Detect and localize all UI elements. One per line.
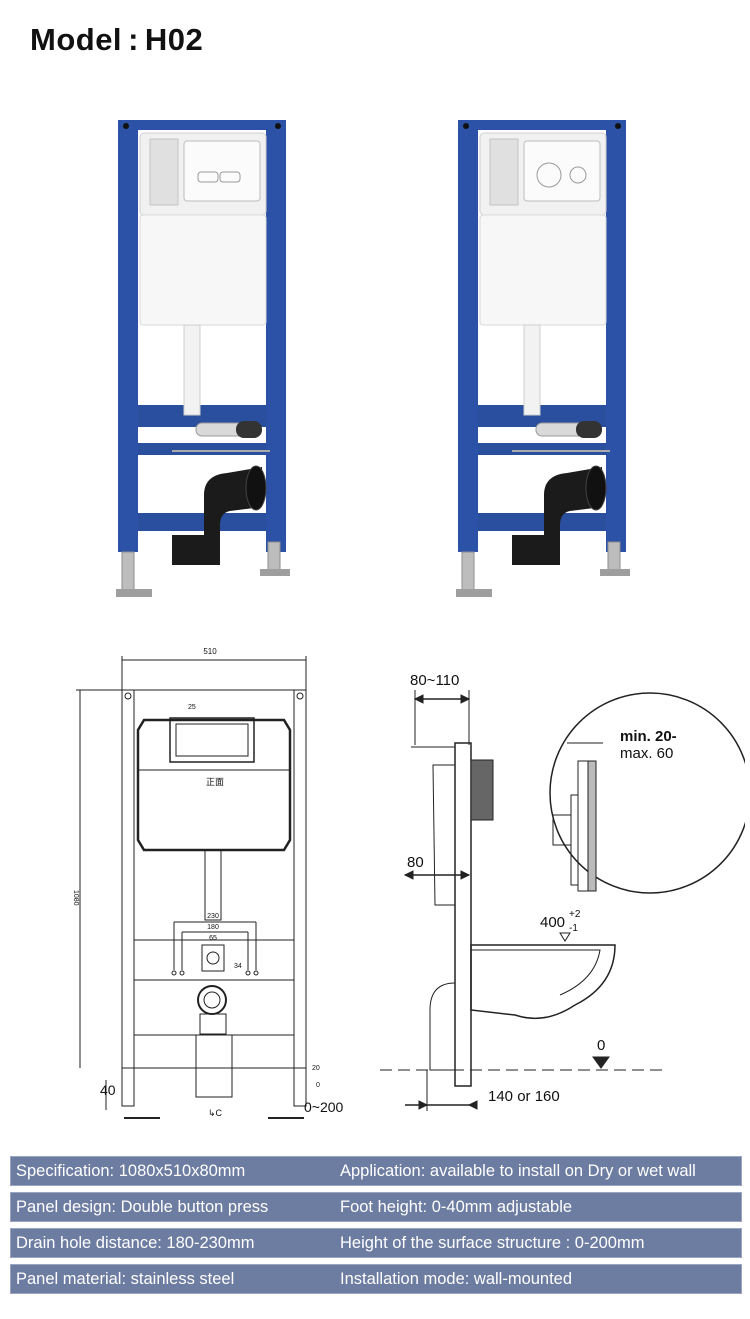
model-colon: :	[128, 22, 139, 57]
front-view-drawing: 510 25 正面 230 180 65 34 1080 40 20 0 0~2…	[72, 647, 344, 1119]
spec-application: Application: available to install on Dry…	[340, 1161, 696, 1180]
spec-row: Panel material: stainless steel Installa…	[10, 1264, 742, 1294]
mounting-rods	[172, 421, 270, 452]
spec-foot-height: Foot height: 0-40mm adjustable	[340, 1197, 573, 1216]
spec-table: Specification: 1080x510x80mm Application…	[10, 1156, 742, 1300]
page-title: Model:H02	[30, 22, 203, 58]
spec-row: Specification: 1080x510x80mm Application…	[10, 1156, 742, 1186]
tolerance-plus: +2	[569, 909, 581, 920]
surface-height-label: 0~200	[304, 1099, 344, 1115]
flush-plate-icon	[523, 140, 601, 202]
spec-row: Drain hole distance: 180-230mm Height of…	[10, 1228, 742, 1258]
flush-plate-icon	[183, 140, 261, 202]
model-label: Model	[30, 22, 123, 57]
model-number: H02	[144, 22, 204, 57]
detail-max-label: max. 60	[620, 745, 673, 762]
flush-pipe	[523, 324, 541, 416]
tank-outline	[136, 718, 292, 852]
product-photo-rectangular-buttons	[116, 120, 290, 597]
tolerance-minus: -1	[569, 923, 578, 934]
spec-surface-height: Height of the surface structure : 0-200m…	[340, 1233, 645, 1252]
offset-label: 140 or 160	[488, 1088, 560, 1105]
drain-elbow	[512, 465, 607, 565]
drain-elbow	[172, 465, 267, 565]
foot-height-label: 40	[100, 1082, 116, 1098]
steel-frame	[118, 120, 286, 552]
dim-65-label: 65	[209, 935, 217, 942]
spec-installation-mode: Installation mode: wall-mounted	[340, 1269, 573, 1288]
depth-80-label: 80	[407, 854, 424, 871]
detail-circle	[549, 692, 745, 894]
frame-feet	[456, 541, 630, 597]
dim-230-label: 230	[207, 913, 219, 920]
spec-drain-hole-distance: Drain hole distance: 180-230mm	[16, 1233, 255, 1252]
dim-20-label: 20	[312, 1065, 320, 1072]
floor-zero-label: 0	[597, 1037, 605, 1054]
flush-pipe	[183, 324, 201, 416]
dim-0-label: 0	[316, 1082, 320, 1089]
spec-panel-material: Panel material: stainless steel	[16, 1269, 235, 1288]
product-photo-round-buttons	[456, 120, 630, 597]
top-offset-label: 25	[188, 704, 196, 711]
spec-panel-design: Panel design: Double button press	[16, 1197, 269, 1216]
depth-range-label: 80~110	[410, 672, 459, 689]
height-label: 1080	[72, 890, 79, 906]
section-mark: ↳C	[208, 1108, 223, 1118]
front-mark: 正面	[206, 777, 224, 787]
bowl-height-label: 400	[540, 914, 565, 931]
frame-outline	[121, 689, 307, 1069]
spec-specification: Specification: 1080x510x80mm	[16, 1161, 246, 1180]
spec-row: Panel design: Double button press Foot h…	[10, 1192, 742, 1222]
toilet-bowl	[470, 944, 616, 1020]
dim-34-label: 34	[234, 963, 242, 970]
side-frame	[454, 742, 472, 1087]
frame-feet	[116, 541, 290, 597]
side-view-drawing: 80~110 80 min. 20- max. 60 400 +2 -1 0 1…	[380, 672, 745, 1111]
dim-180-label: 180	[207, 924, 219, 931]
mounting-rods	[512, 421, 610, 452]
detail-min-label: min. 20-	[620, 728, 677, 745]
steel-frame	[458, 120, 626, 552]
width-label: 510	[203, 647, 217, 656]
